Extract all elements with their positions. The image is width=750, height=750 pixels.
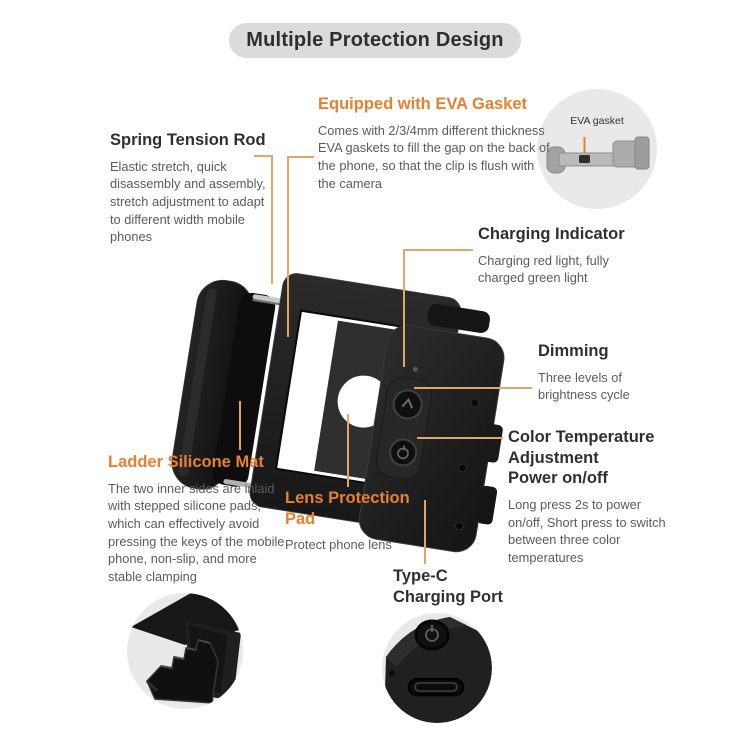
connector-type-c — [424, 500, 426, 564]
connector-spring-rod-h — [254, 155, 273, 157]
color-temp-body: Long press 2s to power on/off, Short pre… — [508, 496, 666, 565]
section-ladder-mat: Ladder Silicone Mat The two inner sides … — [108, 452, 298, 586]
connector-eva-v — [287, 156, 289, 337]
color-temp-heading: Color Temperature Adjustment Power on/of… — [508, 428, 655, 488]
ladder-mat-heading: Ladder Silicone Mat — [108, 453, 264, 471]
connector-ladder-mat — [239, 401, 241, 450]
section-eva-gasket: Equipped with EVA Gasket Comes with 2/3/… — [318, 94, 552, 192]
screw — [470, 398, 480, 408]
type-c-port — [407, 677, 465, 697]
connector-eva-h — [287, 156, 314, 158]
clamp-inner-arm — [212, 292, 276, 487]
stepped-silicone-pad — [146, 639, 219, 704]
power-button-closeup — [414, 619, 450, 651]
dimming-heading: Dimming — [538, 342, 609, 360]
eva-gasket-heading: Equipped with EVA Gasket — [318, 95, 528, 113]
power-button — [389, 438, 418, 467]
title-banner: Multiple Protection Design — [229, 23, 521, 58]
eva-gasket-body: Comes with 2/3/4mm different thickness E… — [318, 122, 550, 191]
eva-gasket-circle-label: EVA gasket — [570, 115, 624, 127]
charging-indicator-body: Charging red light, fully charged green … — [478, 252, 609, 286]
frame-top-bar — [427, 303, 490, 334]
type-c-closeup-image — [384, 617, 492, 723]
spring-rod-body: Elastic stretch, quick disassembly and a… — [110, 158, 266, 245]
silicone-mat-closeup-image — [131, 593, 243, 704]
type-c-heading: Type-C Charging Port — [393, 567, 503, 606]
charging-indicator-hole — [412, 366, 418, 372]
section-spring-rod: Spring Tension Rod Elastic stretch, quic… — [110, 130, 275, 246]
eva-gasket-detail-circle: EVA gasket — [537, 89, 657, 209]
charging-indicator-heading: Charging Indicator — [478, 225, 625, 243]
section-type-c: Type-C Charging Port — [393, 566, 523, 607]
lens-pad-body: Protect phone lens — [285, 537, 392, 553]
lens-pad-heading: Lens Protection Pad — [285, 489, 410, 528]
section-color-temp: Color Temperature Adjustment Power on/of… — [508, 427, 683, 567]
section-charging-indicator: Charging Indicator Charging red light, f… — [478, 224, 663, 287]
connector-color-temp — [417, 437, 503, 439]
eva-pointer-line — [583, 137, 586, 153]
section-dimming: Dimming Three levels of brightness cycle — [538, 341, 688, 404]
page-title: Multiple Protection Design — [246, 29, 504, 51]
screw — [454, 521, 464, 531]
connector-lens-pad — [347, 414, 349, 487]
connector-dimming — [414, 387, 532, 389]
screw — [457, 463, 467, 473]
section-lens-pad: Lens Protection Pad Protect phone lens — [285, 488, 415, 554]
brightness-icon — [401, 397, 414, 409]
eva-gasket-cross-section-image — [546, 136, 650, 174]
silicone-mat-detail-circle — [127, 593, 243, 709]
connector-charging-h — [403, 249, 473, 251]
spring-rod-heading: Spring Tension Rod — [110, 131, 266, 149]
connector-spring-rod-v — [271, 155, 273, 284]
type-c-detail-circle — [382, 613, 492, 723]
brightness-button — [392, 389, 423, 420]
clip-cross-section — [546, 136, 650, 174]
eva-gasket-piece — [579, 155, 590, 163]
product-image — [171, 273, 505, 553]
connector-charging-v — [403, 249, 405, 367]
ladder-mat-body: The two inner sides are inlaid with step… — [108, 480, 285, 584]
dimming-body: Three levels of brightness cycle — [538, 369, 630, 403]
